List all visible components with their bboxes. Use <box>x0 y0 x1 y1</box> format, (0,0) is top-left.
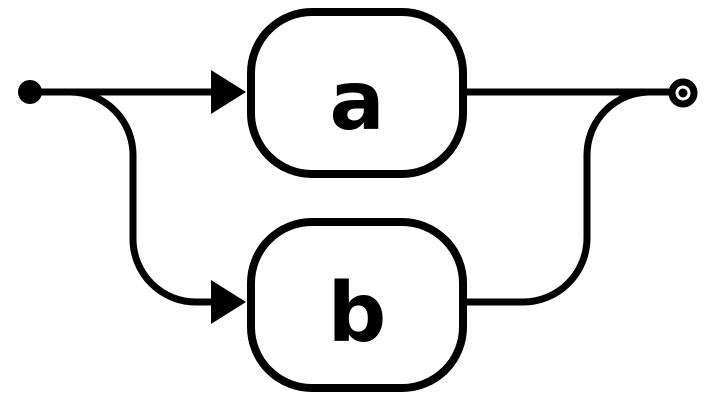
arrowhead-node-b-icon <box>211 280 246 324</box>
start-terminal <box>18 80 42 104</box>
arrowhead-node-a-icon <box>211 70 246 114</box>
edge-node-b-to-end <box>467 88 651 306</box>
diagram-strokes <box>30 8 698 392</box>
diagram-fills: a b <box>18 54 688 361</box>
end-terminal-dot <box>678 88 688 98</box>
node-b-label: b <box>328 266 387 361</box>
node-a-label: a <box>329 54 384 149</box>
edge-start-to-node-b <box>69 88 212 306</box>
node-b-box <box>247 218 467 392</box>
end-terminal-ring <box>668 78 698 108</box>
node-a-box <box>247 8 467 178</box>
